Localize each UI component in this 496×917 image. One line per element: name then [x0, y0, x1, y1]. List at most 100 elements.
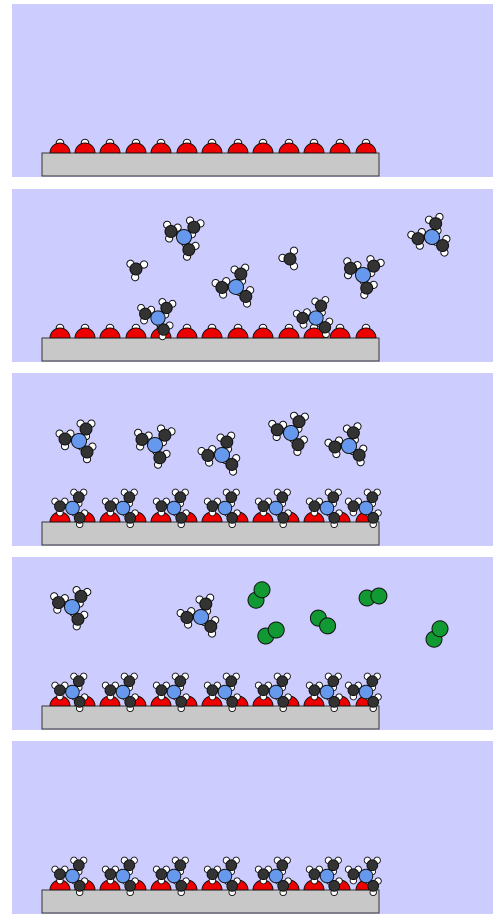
silicon-atom: [308, 310, 324, 326]
carbon-atom: [276, 859, 289, 872]
trimethylsilyl-group: [203, 856, 241, 897]
hydrogen-atom: [139, 260, 149, 269]
carbon-atom: [328, 880, 341, 892]
carbon-atom: [346, 426, 360, 440]
silicon-atom: [358, 684, 374, 700]
surface-hydroxyl: [74, 138, 96, 154]
trimethylsilyl-group: [203, 488, 241, 529]
silicon-atom: [147, 437, 163, 453]
carbon-atom: [257, 868, 270, 881]
carbon-atom: [220, 435, 234, 449]
chlorine-molecule: [425, 620, 449, 648]
surface-hydroxyl: [125, 138, 147, 154]
trimethylsilyl-group: [134, 424, 176, 469]
oxygen-atom: [49, 327, 71, 339]
carbon-atom: [277, 696, 290, 708]
surface-hydroxyl: [201, 323, 223, 339]
trimethylsilyl-group: [51, 672, 89, 713]
trimethylsilyl-group: [152, 856, 190, 897]
silicon-atom: [319, 868, 335, 884]
trimethylsilyl-group: [407, 212, 451, 257]
trimethylsilyl-group: [101, 488, 139, 529]
carbon-atom: [308, 868, 321, 881]
chlorine-atom: [319, 617, 337, 635]
carbon-atom: [182, 243, 196, 257]
surface-hydroxyl: [99, 323, 121, 339]
oxygen-atom: [74, 327, 96, 339]
oxygen-atom: [355, 327, 377, 339]
carbon-atom: [225, 491, 238, 504]
carbon-atom: [277, 880, 290, 892]
surface-hydroxyl: [49, 138, 71, 154]
trimethylsilyl-group: [268, 411, 309, 456]
methyl-group: [278, 246, 299, 271]
carbon-atom: [54, 868, 66, 881]
carbon-atom: [206, 868, 219, 881]
carbon-atom: [157, 323, 170, 336]
trimethylsilyl-group: [254, 672, 292, 713]
carbon-atom: [360, 281, 374, 295]
carbon-atom: [73, 696, 86, 708]
silicon-atom: [319, 500, 335, 516]
oxygen-atom: [201, 142, 223, 154]
hydrogen-atom: [289, 246, 299, 255]
oxygen-atom: [125, 327, 147, 339]
carbon-atom: [226, 696, 239, 708]
silicon-atom: [115, 684, 131, 700]
silicon-atom: [214, 447, 230, 463]
silicon-atom: [166, 868, 182, 884]
silicon-atom: [217, 500, 233, 516]
chlorine-atom: [253, 581, 271, 599]
carbon-atom: [366, 491, 379, 504]
trimethylsilyl-group: [51, 856, 89, 897]
carbon-atom: [366, 859, 379, 872]
carbon-atom: [225, 457, 239, 471]
carbon-atom: [155, 684, 168, 697]
carbon-atom: [73, 880, 86, 892]
carbon-atom: [366, 675, 379, 688]
oxygen-atom: [150, 142, 172, 154]
silicon-atom: [64, 599, 80, 615]
carbon-atom: [367, 880, 380, 892]
oxygen-atom: [49, 142, 71, 154]
oxygen-atom: [227, 327, 249, 339]
carbon-atom: [175, 880, 188, 892]
carbon-atom: [129, 262, 143, 276]
oxygen-atom: [125, 142, 147, 154]
surface-hydroxyl: [227, 323, 249, 339]
carbon-atom: [308, 684, 321, 697]
oxygen-atom: [99, 142, 121, 154]
carbon-atom: [58, 432, 72, 446]
silicon-atom: [115, 868, 131, 884]
carbon-atom: [327, 859, 340, 872]
carbon-atom: [276, 491, 289, 504]
silicon-atom: [166, 500, 182, 516]
methyl-group: [126, 259, 149, 282]
carbon-atom: [277, 512, 290, 524]
carbon-atom: [234, 267, 248, 281]
oxygen-atom: [74, 142, 96, 154]
carbon-atom: [80, 445, 94, 459]
carbon-atom: [257, 500, 270, 513]
carbon-atom: [347, 868, 360, 881]
carbon-atom: [239, 289, 253, 303]
surface-hydroxyl: [329, 323, 351, 339]
trimethylsilyl-group: [137, 298, 177, 341]
surface-hydroxyl: [74, 323, 96, 339]
silicon-atom: [355, 267, 371, 283]
silicon-atom: [166, 684, 182, 700]
carbon-atom: [52, 596, 66, 610]
carbon-atom: [164, 224, 178, 238]
carbon-atom: [160, 301, 173, 315]
carbon-atom: [327, 491, 340, 504]
oxygen-atom: [176, 327, 198, 339]
panel-4: [12, 557, 493, 730]
carbon-atom: [174, 491, 187, 504]
carbon-atom: [367, 696, 380, 708]
oxygen-atom: [201, 327, 223, 339]
carbon-atom: [296, 311, 309, 325]
surface-hydroxyl: [125, 323, 147, 339]
carbon-atom: [54, 684, 66, 697]
carbon-atom: [292, 415, 306, 429]
